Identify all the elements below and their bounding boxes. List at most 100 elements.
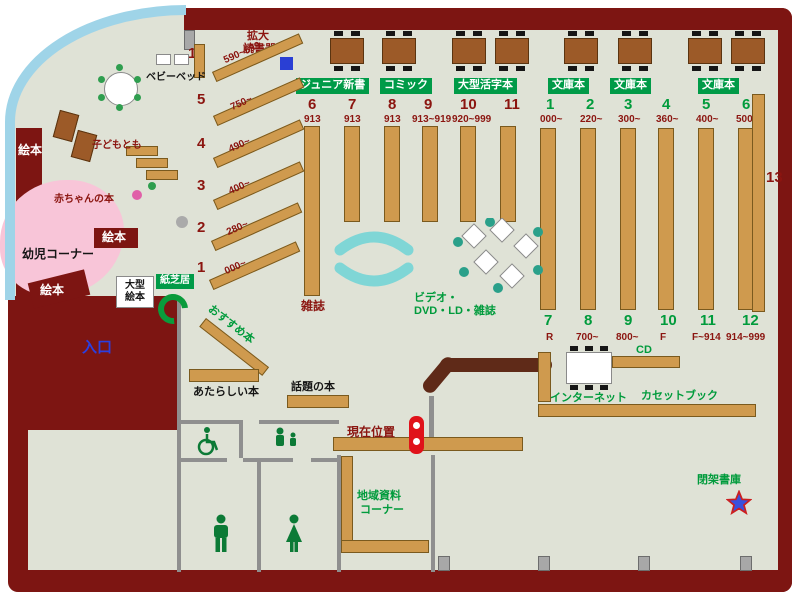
new-books-shelf xyxy=(189,369,259,382)
reading-table xyxy=(731,31,765,71)
magnifier-reader-device xyxy=(280,57,293,70)
bookshelf xyxy=(422,126,438,222)
stack-number: 5 xyxy=(197,91,206,108)
stack-number: 6 xyxy=(308,96,317,113)
wall xyxy=(177,300,181,572)
picture-book-shelf xyxy=(94,228,138,248)
wall xyxy=(311,458,339,462)
stack-number: 5 xyxy=(702,96,711,113)
kids-stool xyxy=(132,190,142,200)
kids-chair xyxy=(116,64,123,71)
bookshelf xyxy=(460,126,476,222)
reading-table xyxy=(382,31,416,71)
curved-corner-mask xyxy=(0,0,190,124)
wheelchair-icon xyxy=(197,427,219,456)
wall xyxy=(181,458,227,462)
label-large-picture-books: 大型 xyxy=(125,280,145,291)
pillar xyxy=(438,556,450,571)
kids-step-shelf xyxy=(136,158,168,168)
pillar xyxy=(176,216,188,228)
kids-round-table xyxy=(104,72,138,106)
baby-changing-icon xyxy=(276,427,296,446)
bookshelf xyxy=(500,126,516,222)
stack-range: 913 xyxy=(344,114,361,125)
label-picture-books: 絵本 xyxy=(102,230,127,244)
wall xyxy=(239,424,243,458)
section-bunko: 文庫本 xyxy=(548,78,589,94)
stack-range: 913~919 xyxy=(412,114,452,125)
entrance-wall-block xyxy=(8,296,178,430)
stack-number: 10 xyxy=(460,96,477,113)
label-closed-stacks: 閉架書庫 xyxy=(697,474,741,486)
baby-bed xyxy=(156,54,171,65)
stack-number-13: 13 xyxy=(766,169,783,186)
stack-number: 7 xyxy=(544,312,553,329)
stack-range: 300~ xyxy=(618,114,641,125)
stack-range: 800~ xyxy=(616,332,639,343)
wall-bottom xyxy=(8,570,792,592)
kids-chair xyxy=(98,76,105,83)
stack-number: 8 xyxy=(388,96,397,113)
reading-table xyxy=(618,31,652,71)
label-internet: インターネット xyxy=(550,392,627,404)
label-magnifier-reader: 拡大 xyxy=(247,30,269,42)
stack-number: 12 xyxy=(742,312,759,329)
stack-number: 8 xyxy=(584,312,593,329)
section-junior-shinsho: ジュニア新書 xyxy=(296,78,370,94)
stack-range: 920~999 xyxy=(452,114,492,125)
large-picture-books-box: 大型 絵本 xyxy=(116,276,154,308)
pillar xyxy=(638,556,650,571)
reading-table xyxy=(495,31,529,71)
section-bunko: 文庫本 xyxy=(698,78,739,94)
wall xyxy=(181,420,243,424)
wall xyxy=(259,420,339,424)
stack-number: 10 xyxy=(660,312,677,329)
stack-number: 11 xyxy=(504,96,520,113)
stack-number: 9 xyxy=(624,312,633,329)
cassette-shelf xyxy=(538,404,756,417)
section-comic: コミック xyxy=(380,78,432,94)
wall-left-lower xyxy=(8,428,28,572)
reading-table xyxy=(330,31,364,71)
bookshelf xyxy=(658,128,674,310)
kids-chair xyxy=(134,76,141,83)
stack-number: 1 xyxy=(546,96,555,113)
wall xyxy=(429,396,434,442)
wall xyxy=(431,455,435,572)
label-picture-books: 絵本 xyxy=(40,283,65,297)
bookshelf xyxy=(344,126,360,222)
stack-number: 2 xyxy=(586,96,595,113)
stack-number: 9 xyxy=(424,96,433,113)
curved-glass-wall xyxy=(5,5,187,300)
local-materials-shelf xyxy=(341,456,353,548)
label-local-materials: 地域資料 xyxy=(357,490,401,502)
stack-range: 220~ xyxy=(580,114,603,125)
stack-range: F xyxy=(660,332,667,343)
section-large-print: 大型活字本 xyxy=(454,78,517,94)
wall xyxy=(257,462,261,572)
label-magazines: 雑誌 xyxy=(301,299,326,313)
wall xyxy=(337,455,341,572)
bookshelf xyxy=(580,128,596,310)
label-cd: CD xyxy=(636,344,652,356)
label-baby-bed: ベビーベッド xyxy=(146,72,206,83)
label-kamishibai: 紙芝居 xyxy=(156,274,194,289)
stack-number: 3 xyxy=(197,177,206,194)
display-shelf xyxy=(333,437,523,451)
label-video-corner: ビデオ・ xyxy=(414,292,458,304)
bookshelf xyxy=(620,128,636,310)
wall-top xyxy=(184,8,792,30)
stack-number: 1 xyxy=(197,259,206,276)
kids-chair xyxy=(98,94,105,101)
stack-number: 3 xyxy=(624,96,633,113)
reading-table xyxy=(564,31,598,71)
stack-range: 500~ xyxy=(736,114,759,125)
bookshelf xyxy=(384,126,400,222)
stack-range: 000~ xyxy=(540,114,563,125)
label-large-picture-books-2: 絵本 xyxy=(125,291,145,303)
stack-range: 360~ xyxy=(656,114,679,125)
baby-bed xyxy=(174,54,189,65)
reading-table xyxy=(688,31,722,71)
stack-number: 6 xyxy=(742,96,751,113)
bookshelf xyxy=(698,128,714,310)
